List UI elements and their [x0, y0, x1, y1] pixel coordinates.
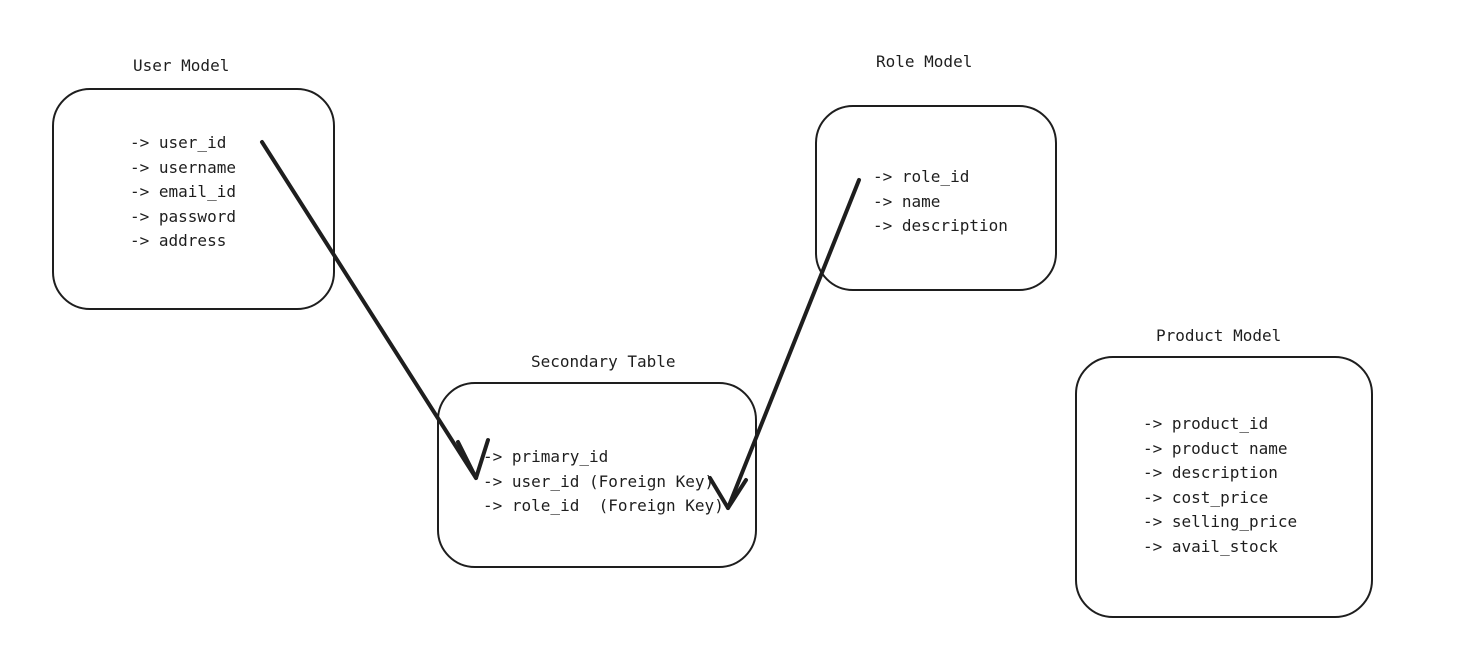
field-selling-price: -> selling_price [1143, 512, 1298, 531]
field-password: -> password [130, 206, 236, 226]
field-primary-id: -> primary_id [483, 447, 609, 466]
user-model-field-list: -> user_id -> username -> email_id -> pa… [130, 131, 236, 254]
field-product-name: -> product name [1143, 438, 1288, 458]
field-avail-stock: -> avail_stock [1143, 536, 1278, 556]
secondary-table-field-list: -> primary_id -> user_id (Foreign Key) -… [483, 445, 724, 519]
field-username: -> username [130, 157, 236, 177]
field-cost-price: -> cost_price [1143, 487, 1269, 507]
arrow-user-to-secondary[interactable] [260, 140, 490, 480]
field-product-description: -> description [1143, 463, 1278, 482]
arrow-role-to-secondary-line [726, 178, 861, 510]
product-model-box[interactable] [1075, 356, 1373, 618]
role-model-title: Role Model [876, 52, 973, 71]
user-model-title: User Model [133, 56, 230, 75]
role-model-field-list: -> role_id -> name -> description [873, 165, 1008, 239]
field-email-id: -> email_id [130, 182, 236, 201]
arrow-user-to-secondary-line [260, 140, 478, 480]
product-model-title: Product Model [1156, 326, 1282, 345]
field-address: -> address [130, 231, 227, 250]
field-role-id-fk: -> role_id (Foreign Key) [483, 496, 724, 515]
field-user-id-fk: -> user_id (Foreign Key) [483, 471, 715, 491]
field-user-id: -> user_id [130, 133, 227, 152]
arrow-role-to-secondary[interactable] [708, 178, 861, 510]
secondary-table-box[interactable] [437, 382, 757, 568]
role-model-box[interactable] [815, 105, 1057, 291]
field-role-id: -> role_id [873, 167, 970, 186]
user-model-box[interactable] [52, 88, 335, 310]
field-description: -> description [873, 216, 1008, 235]
secondary-table-title: Secondary Table [531, 352, 676, 371]
field-product-id: -> product_id [1143, 414, 1269, 433]
field-name: -> name [873, 191, 941, 211]
product-model-field-list: -> product_id -> product name -> descrip… [1143, 412, 1297, 559]
arrow-role-to-secondary-head [708, 476, 748, 510]
arrow-user-to-secondary-head [456, 438, 490, 480]
